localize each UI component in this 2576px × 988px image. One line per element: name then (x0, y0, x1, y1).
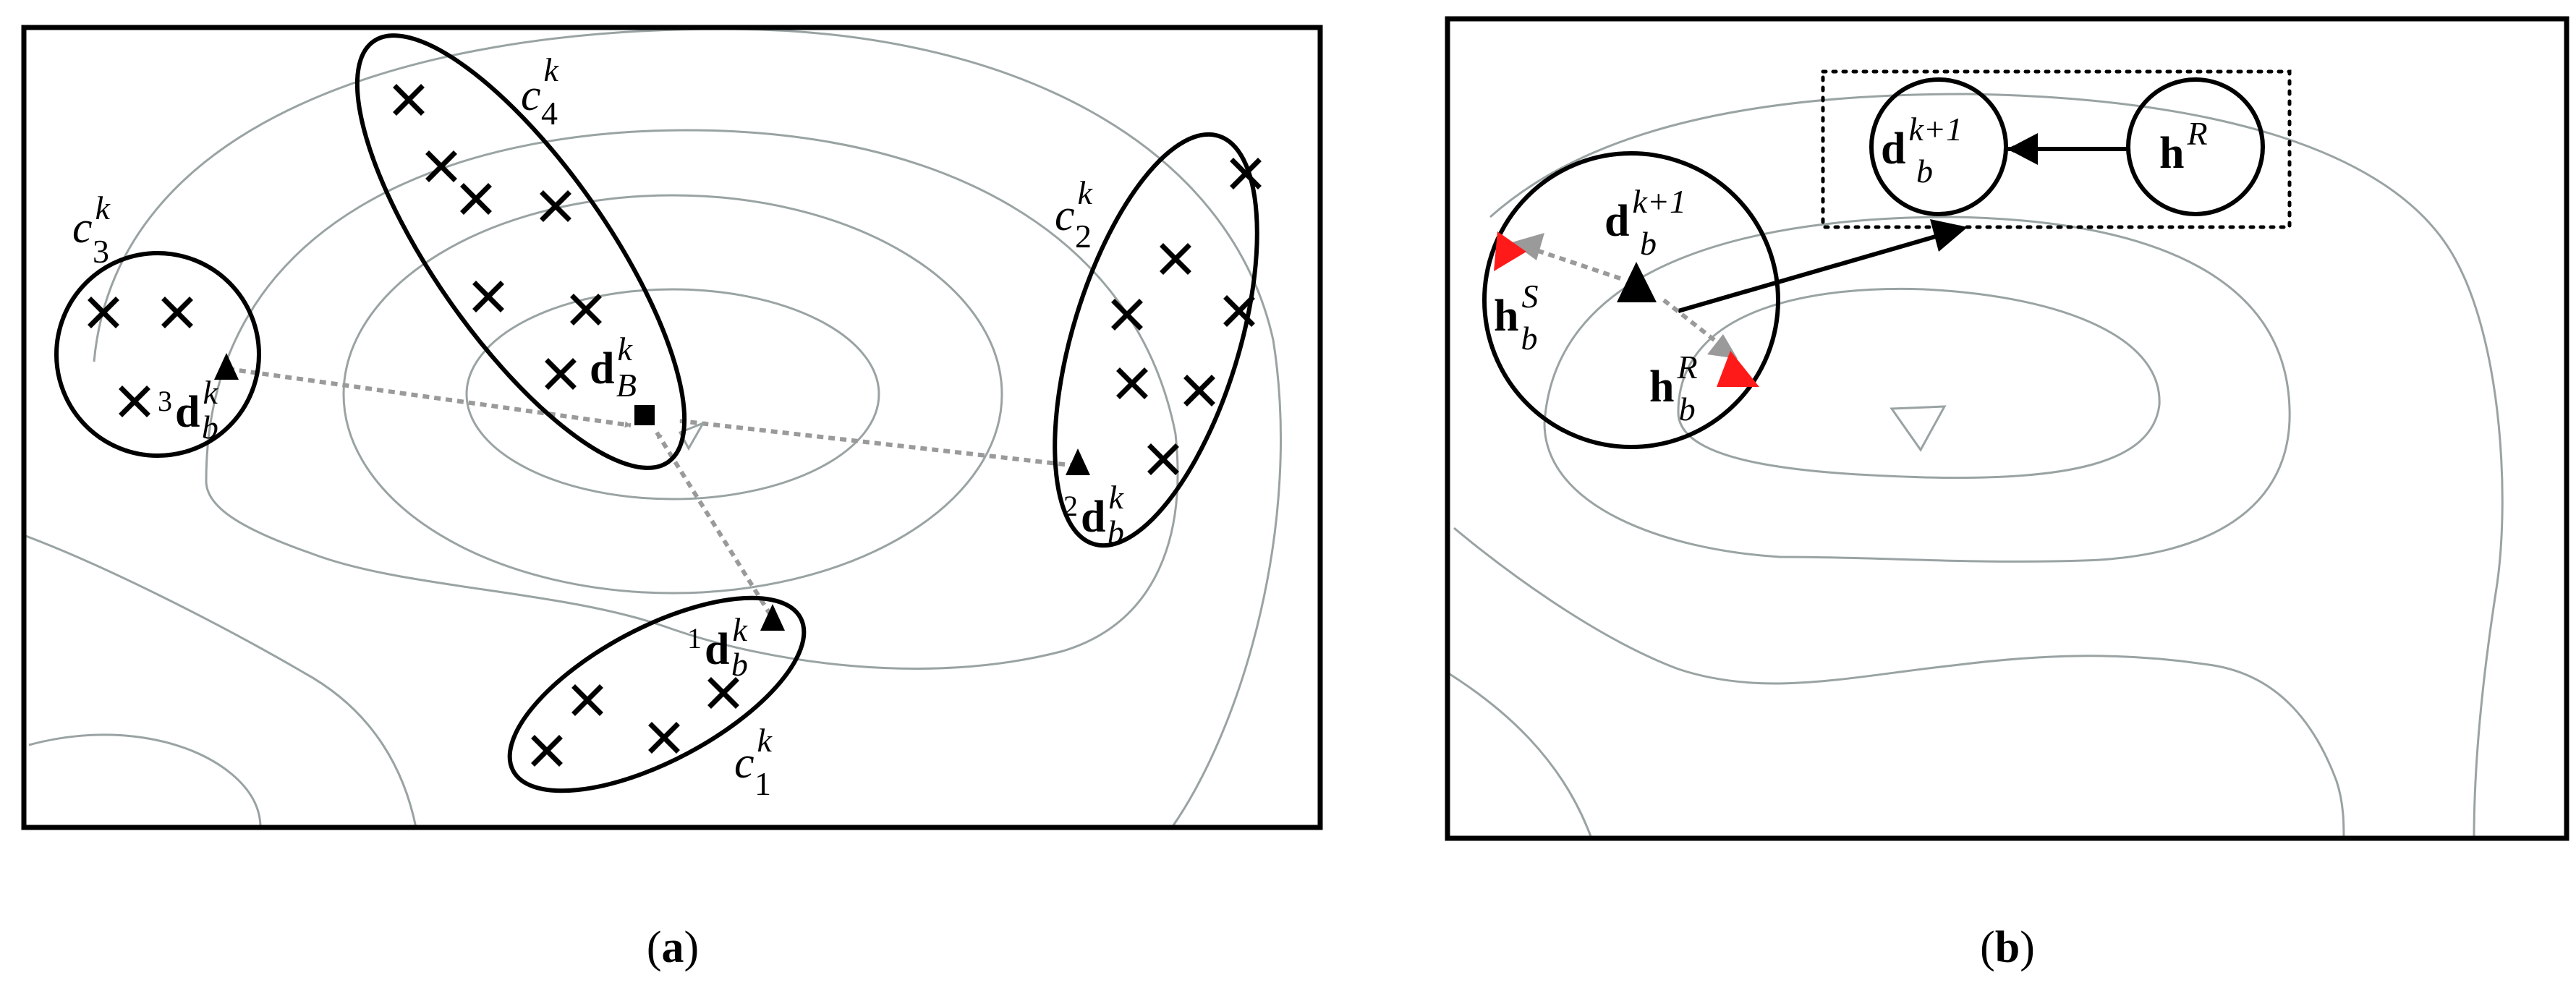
x-marker-c4 (460, 183, 492, 215)
arrow-d3-to-dB (227, 367, 632, 428)
panel-b-frame (1445, 16, 2569, 841)
contour-b-2 (1543, 216, 2291, 563)
x-marker-c1 (707, 677, 739, 709)
x-marker-c4 (472, 281, 504, 312)
contour-b-5 (1448, 671, 1593, 838)
triangle-d3-marker (214, 353, 239, 380)
contour-a-1 (465, 288, 880, 501)
x-marker-c2 (1160, 243, 1191, 275)
target-marker-a (678, 420, 706, 451)
contour-a-5 (24, 534, 417, 827)
dashed-arrows-a (227, 367, 1077, 616)
contour-lines-a (24, 27, 1283, 827)
caption-a: (a) (647, 923, 699, 972)
x-marker-c4 (425, 150, 457, 182)
caption-b: (b) (1980, 923, 2035, 972)
arrow-center-head (1930, 219, 1968, 252)
x-marker-c3 (161, 297, 193, 328)
target-marker-b (1890, 405, 1947, 452)
cluster-c4-outline (354, 33, 687, 470)
triangle-d1-marker (760, 604, 785, 631)
cluster-c2-outline (1053, 132, 1259, 548)
x-marker-c2 (1230, 158, 1262, 189)
arrow-d1-to-dB (655, 431, 773, 616)
dotted-box (1821, 69, 2292, 229)
x-marker-c2 (1116, 367, 1148, 399)
x-marker-c2 (1183, 375, 1215, 406)
arrow-to-hS (1518, 242, 1621, 281)
cluster-c3-outline (54, 251, 261, 458)
circles-b (1482, 77, 2265, 449)
x-marker-c4 (545, 358, 577, 390)
big-circle (1482, 151, 1780, 449)
x-marker-c4 (570, 294, 602, 325)
arrow-hR-head (2007, 133, 2038, 165)
box-h-label: hR (2159, 115, 2208, 178)
contour-lines-b (1448, 93, 2504, 838)
triangle-d2-marker (1066, 448, 1090, 475)
x-marker-c2 (1111, 299, 1143, 331)
box-d-circle (1869, 77, 2008, 216)
hS-red-marker (1494, 231, 1526, 271)
cluster-c1-outline (507, 595, 807, 793)
center-triangle (1617, 262, 1657, 302)
x-marker-c1 (571, 684, 603, 716)
panel-a-frame (21, 25, 1323, 830)
arrow-center-to-box (1678, 229, 1954, 313)
cluster-ellipses (54, 33, 1259, 793)
x-marker-c4 (540, 190, 571, 222)
contour-a-6 (28, 733, 262, 827)
hS-arrow-head (1512, 233, 1544, 260)
arrow-d2-to-dB (679, 418, 1077, 468)
hR-red-marker (1717, 351, 1759, 387)
x-marker-c2 (1147, 443, 1179, 475)
x-marker-c3 (119, 386, 150, 417)
contour-a-4 (93, 27, 1283, 827)
x-marker-c1 (531, 735, 563, 767)
x-marker-c4 (393, 84, 425, 116)
x-marker-c2 (1223, 295, 1255, 327)
contour-b-4 (1489, 93, 2504, 838)
contour-a-3 (205, 129, 1179, 670)
local-best-markers (214, 353, 1090, 631)
x-marker-c1 (648, 722, 680, 754)
contour-b-3 (1453, 527, 2345, 838)
contour-b-1 (1677, 287, 2161, 480)
sample-points (88, 84, 1262, 767)
global-best-marker (634, 405, 655, 425)
contour-a-2 (342, 194, 1003, 595)
x-marker-c3 (88, 297, 119, 328)
